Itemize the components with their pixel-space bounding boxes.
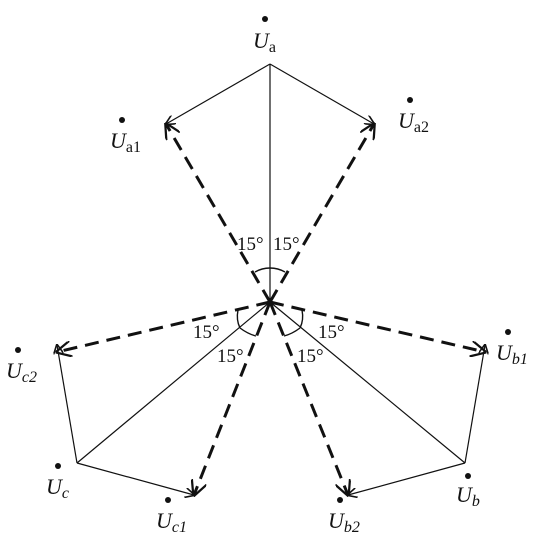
connector-ua-ua2 <box>269 63 374 124</box>
connector-ub-ub1 <box>464 345 485 464</box>
angle-label-b-lower: 15° <box>297 346 324 367</box>
svg-text:Ua1: Ua1 <box>110 128 141 156</box>
svg-text:Ub: Ub <box>456 482 480 510</box>
label-ua1: Ua1 <box>110 117 141 156</box>
angle-arc-c-lower <box>239 327 257 337</box>
svg-text:Ua2: Ua2 <box>398 108 429 136</box>
svg-text:Ub1: Ub1 <box>496 340 528 368</box>
angle-arc-a-right <box>269 267 286 273</box>
svg-text:Uc: Uc <box>46 474 69 502</box>
phasor-ub1 <box>269 300 485 352</box>
angle-label-a-left: 15° <box>237 234 264 255</box>
angle-arc-b-lower <box>283 327 301 337</box>
connector-uc-uc2 <box>57 345 78 464</box>
label-ub2: Ub2 <box>328 497 360 536</box>
phasor-ub <box>269 301 466 464</box>
angle-arc-a-left <box>254 267 271 273</box>
label-uc2: Uc2 <box>6 347 37 386</box>
connector-ub-ub2 <box>348 462 466 495</box>
angle-label-a-right: 15° <box>273 234 300 255</box>
label-uc1: Uc1 <box>156 497 187 536</box>
connector-uc-uc1 <box>76 462 194 495</box>
connector-ua-ua1 <box>166 63 271 124</box>
angle-label-c-upper: 15° <box>193 322 220 343</box>
svg-text:Ub2: Ub2 <box>328 508 360 536</box>
label-uc: Uc <box>46 463 69 502</box>
angle-arc-b-upper <box>299 309 304 329</box>
phasor-ua1 <box>166 124 272 303</box>
label-ua: Ua <box>253 16 276 56</box>
label-ub1: Ub1 <box>496 329 528 368</box>
phasor-uc2 <box>57 300 271 352</box>
phasor-ua2 <box>268 124 374 303</box>
svg-text:Uc2: Uc2 <box>6 358 37 386</box>
svg-text:Uc1: Uc1 <box>156 508 187 536</box>
angle-label-c-lower: 15° <box>217 346 244 367</box>
angle-arc-c-upper <box>236 309 241 329</box>
label-ub: Ub <box>456 473 480 510</box>
phasor-ub2 <box>268 301 348 495</box>
svg-text:Ua: Ua <box>253 28 276 56</box>
phasor-uc <box>76 301 271 464</box>
phasor-uc1 <box>194 301 272 495</box>
label-ua2: Ua2 <box>398 97 429 136</box>
angle-label-b-upper: 15° <box>318 322 345 343</box>
